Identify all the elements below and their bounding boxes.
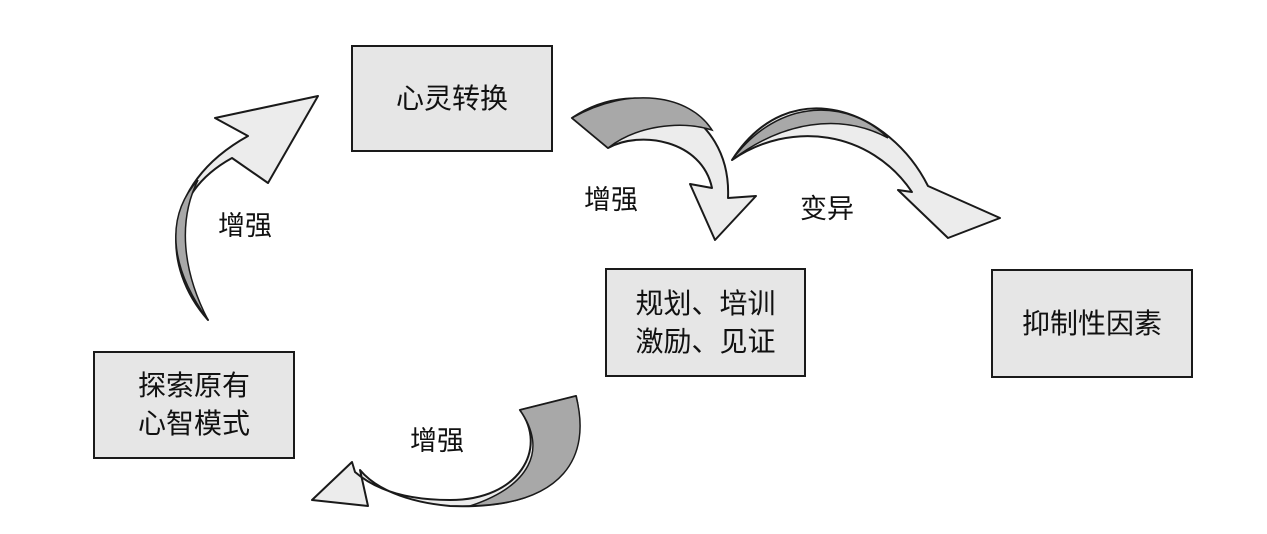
arrow-explore-to-transform [175, 95, 319, 321]
node-planning: 规划、培训 激励、见证 [605, 268, 806, 377]
edge-label-left: 增强 [218, 211, 272, 242]
arrow-planning-to-explore-shade [469, 395, 581, 507]
node-suppress-text: 抑制性因素 [1021, 306, 1162, 340]
edge-label-right: 增强 [584, 185, 638, 216]
arrow-mutation-shade [731, 109, 889, 161]
node-explore: 探索原有 心智模式 [93, 351, 295, 459]
node-explore-line1: 探索原有 [137, 369, 250, 402]
arrow-explore-to-transform-shade [175, 179, 209, 321]
arrow-transform-to-planning-shade [570, 97, 714, 149]
node-suppress: 抑制性因素 [991, 269, 1193, 378]
edge-label-mutation: 变异 [800, 194, 854, 225]
arrow-mutation [731, 107, 1001, 239]
node-transform-text: 心灵转换 [395, 81, 508, 115]
node-planning-line2: 激励、见证 [635, 324, 776, 358]
node-planning-line1: 规划、培训 [635, 286, 776, 320]
edge-label-bottom: 增强 [410, 426, 464, 457]
node-transform: 心灵转换 [351, 45, 553, 152]
node-explore-line2: 心智模式 [137, 407, 250, 440]
